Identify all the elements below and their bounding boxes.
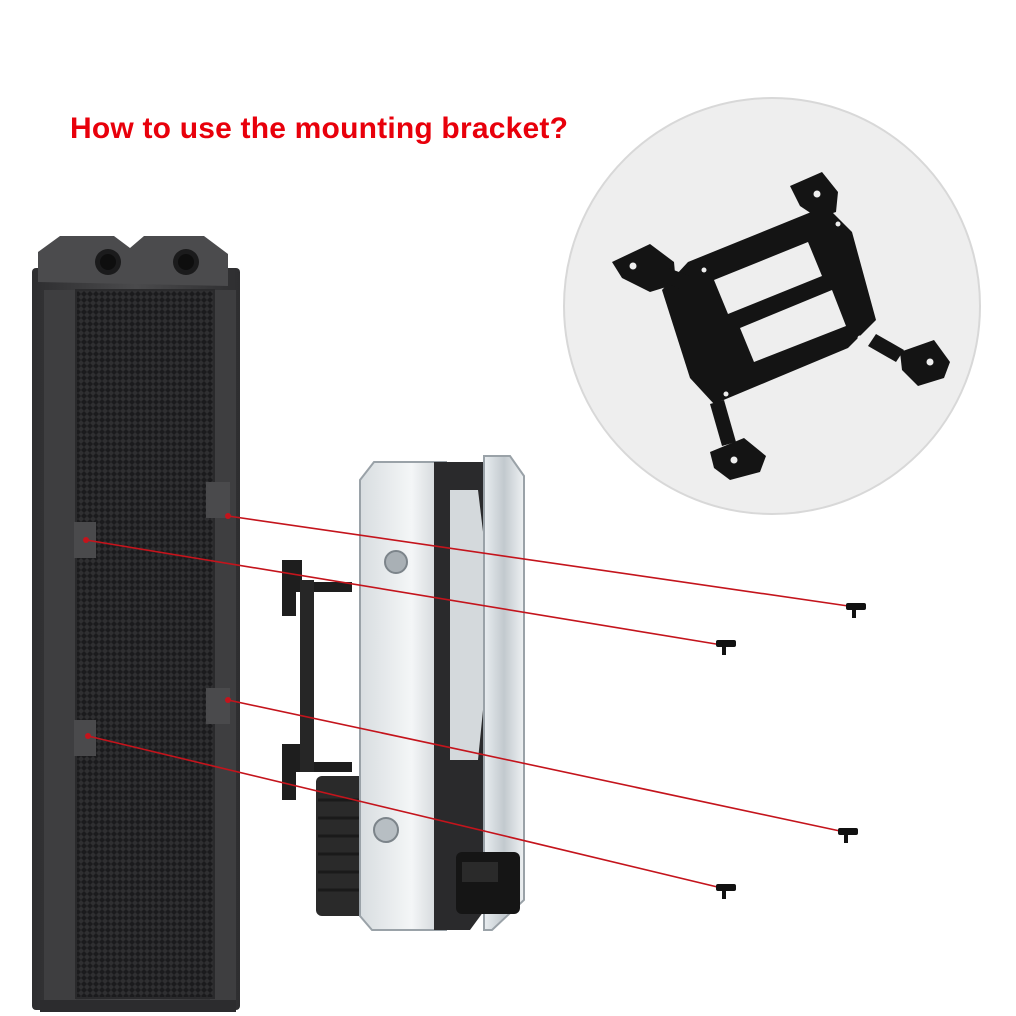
- mounting-bracket-icon: [612, 172, 950, 480]
- screw-icon: [716, 884, 736, 899]
- screw-icon: [716, 640, 736, 655]
- page-title: How to use the mounting bracket?: [70, 112, 569, 145]
- pump-reservoir-icon: [282, 455, 525, 931]
- radiator-icon: [32, 236, 240, 1012]
- guide-lines: [85, 515, 863, 891]
- bracket-inset: [563, 97, 981, 515]
- bracket-cutouts: [629, 190, 934, 464]
- screw-icon: [838, 828, 858, 843]
- screw-icon: [846, 603, 866, 618]
- guide-points: [83, 513, 231, 739]
